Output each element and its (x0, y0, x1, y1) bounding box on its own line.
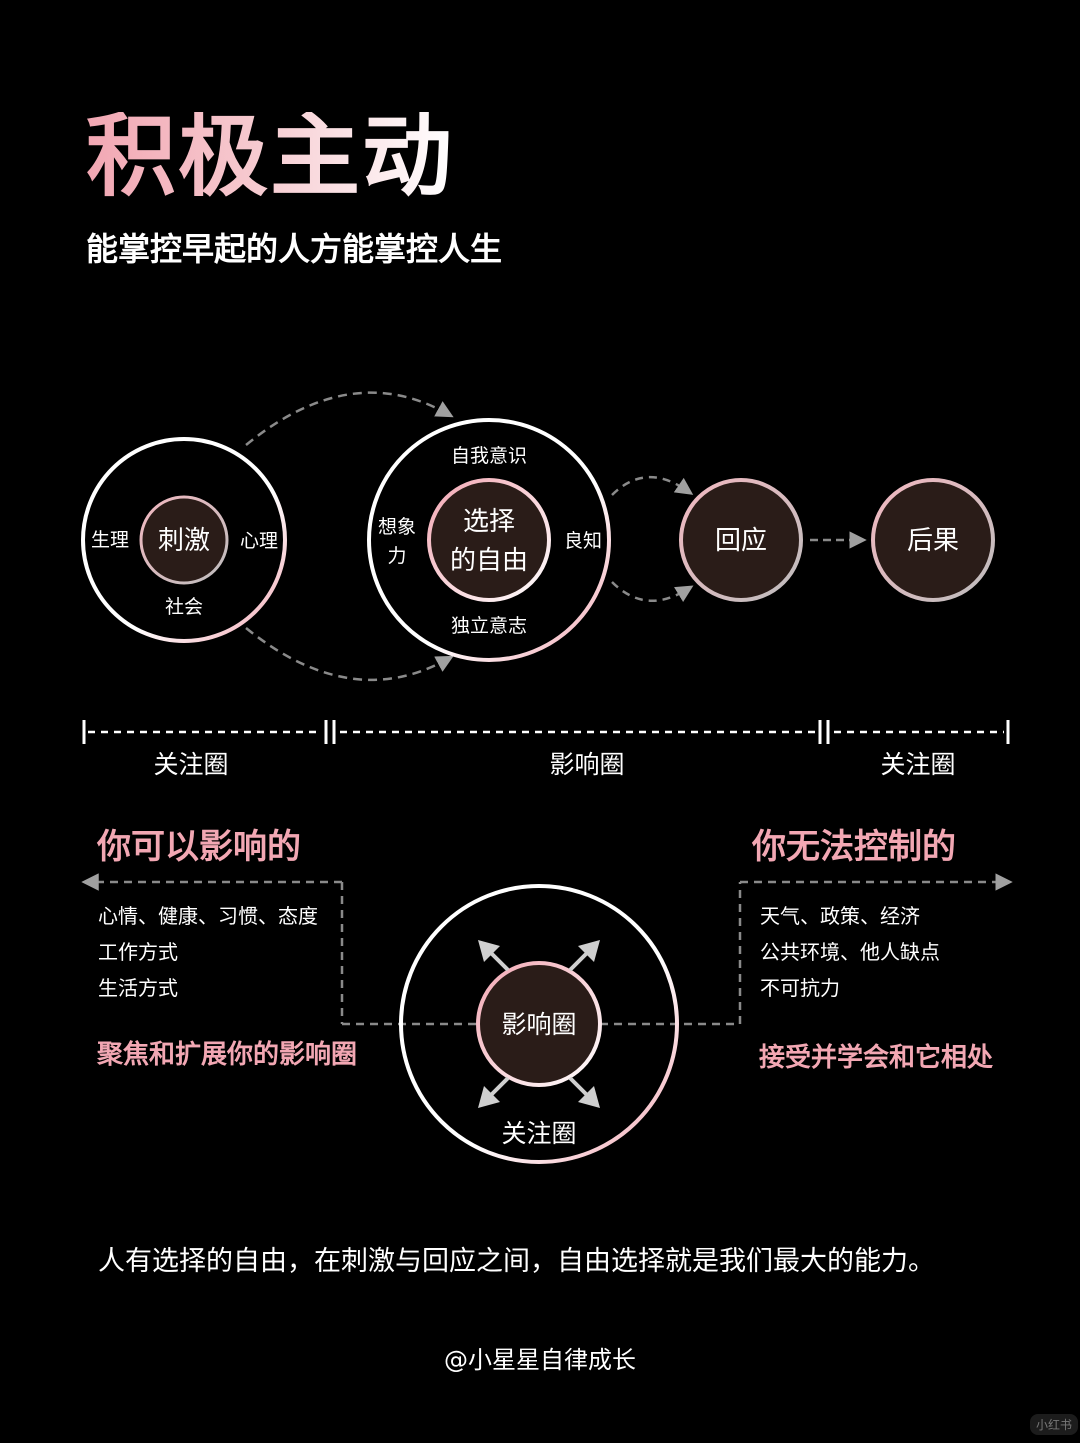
arc-top-arrow (245, 391, 454, 446)
concern-outer-ring (399, 884, 679, 1164)
arc-bottom-arrow (245, 627, 454, 682)
footer-quote: 人有选择的自由，在刺激与回应之间，自由选择就是我们最大的能力。 (98, 1246, 935, 1277)
response-node: 回应 (679, 478, 803, 602)
left-panel-list: 心情、健康、习惯、态度 工作方式 生活方式 (98, 898, 318, 1006)
expand-arrow-bottom-right-icon (568, 1076, 600, 1108)
page-title: 积极主动 (86, 104, 454, 209)
list-item: 工作方式 (98, 940, 178, 964)
right-panel-heading: 你无法控制的 (752, 827, 956, 867)
influence-circles: 影响圈 关注圈 (399, 884, 679, 1164)
list-item: 心情、健康、习惯、态度 (98, 904, 318, 928)
choice-center-line2: 的自由 (450, 546, 528, 576)
choice-center-line1: 选择 (463, 507, 515, 537)
choice-top-label: 自我意识 (451, 445, 527, 467)
response-label: 回应 (715, 526, 767, 556)
watermark-badge: 小红书 (1030, 1414, 1079, 1435)
circle-scale: 关注圈 影响圈 关注圈 (82, 720, 1010, 779)
scale-label-right: 关注圈 (880, 750, 955, 779)
response-circle (679, 478, 803, 602)
result-circle (871, 478, 995, 602)
right-panel-list: 天气、政策、经济 公共环境、他人缺点 不可抗力 (760, 898, 940, 1006)
left-panel-emphasis: 聚焦和扩展你的影响圈 (97, 1040, 358, 1070)
choice-inner-circle (427, 478, 551, 602)
influence-inner-label: 影响圈 (501, 1010, 576, 1039)
influence-inner-circle (476, 961, 602, 1087)
lower-connectors (81, 873, 1013, 1026)
scale-label-middle: 影响圈 (549, 750, 624, 779)
choice-bottom-label: 独立意志 (451, 615, 527, 637)
list-item: 天气、政策、经济 (760, 904, 920, 928)
choice-node: 选择 的自由 自我意识 想象 力 良知 独立意志 (367, 418, 611, 662)
choice-left-label-line1: 想象 (378, 516, 416, 538)
result-label: 后果 (907, 526, 959, 556)
choice-right-label: 良知 (564, 530, 602, 552)
stimulus-node: 刺激 生理 心理 社会 (81, 437, 287, 643)
page-subtitle: 能掌控早起的人方能掌控人生 (86, 230, 503, 268)
stimulus-inner-circle (139, 495, 229, 585)
stimulus-right-label: 心理 (240, 530, 278, 552)
stimulus-outer-ring (81, 437, 287, 643)
expand-arrow-top-left-icon (478, 940, 510, 972)
list-item: 不可抗力 (760, 976, 840, 1000)
arc-to-response-top (611, 476, 694, 496)
stimulus-bottom-label: 社会 (165, 596, 203, 618)
author-signature: @小星星自律成长 (444, 1346, 636, 1374)
right-panel-emphasis: 接受并学会和它相处 (759, 1043, 994, 1073)
scale-label-left: 关注圈 (153, 750, 228, 779)
result-node: 后果 (871, 478, 995, 602)
expand-arrow-bottom-left-icon (478, 1076, 510, 1108)
stimulus-left-label: 生理 (91, 529, 129, 551)
expand-arrow-top-right-icon (568, 940, 600, 972)
stimulus-center-label: 刺激 (158, 526, 210, 556)
choice-left-label-line2: 力 (387, 545, 406, 567)
list-item: 生活方式 (98, 976, 178, 1000)
arc-to-response-bottom (611, 581, 694, 603)
choice-outer-ring (367, 418, 611, 662)
list-item: 公共环境、他人缺点 (760, 940, 940, 964)
left-panel-heading: 你可以影响的 (97, 827, 301, 867)
concern-outer-label: 关注圈 (501, 1119, 576, 1148)
